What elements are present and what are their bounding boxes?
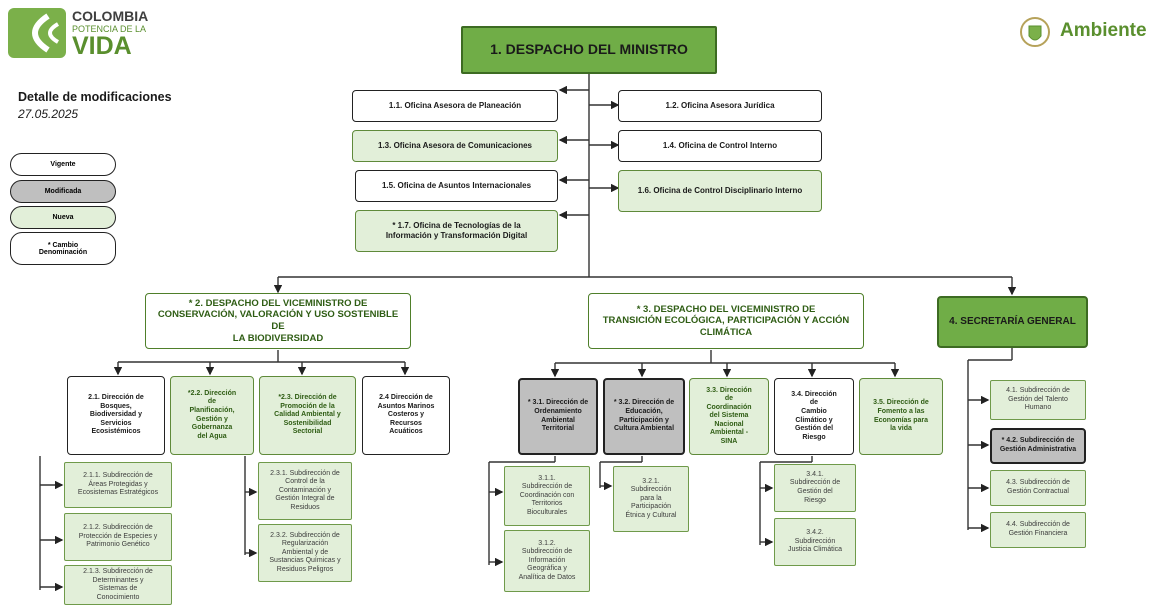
viceministro-3-box: * 3. DESPACHO DEL VICEMINISTRO DE TRANSI… (588, 293, 864, 349)
subdireccion-2-1-3: 2.1.3. Subdirección de Determinantes y S… (64, 565, 172, 605)
oficina-1-1: 1.1. Oficina Asesora de Planeación (352, 90, 558, 122)
subdireccion-4-4: 4.4. Subdirección de Gestión Financiera (990, 512, 1086, 548)
direccion-2-4: 2.4 Dirección de Asuntos Marinos Costero… (362, 376, 450, 455)
subdireccion-2-1-2: 2.1.2. Subdirección de Protección de Esp… (64, 513, 172, 561)
subdireccion-3-4-2: 3.4.2. Subdirección Justicia Climática (774, 518, 856, 566)
logo-line2: POTENCIA DE LA (72, 24, 147, 34)
subdireccion-3-1-2: 3.1.2. Subdirección de Información Geogr… (504, 530, 590, 592)
direccion-3-4: 3.4. Dirección de Cambio Climático y Ges… (774, 378, 854, 455)
direccion-3-3: 3.3. Dirección de Coordinación del Siste… (689, 378, 769, 455)
oficina-1-3: 1.3. Oficina Asesora de Comunicaciones (352, 130, 558, 162)
oficina-1-4: 1.4. Oficina de Control Interno (618, 130, 822, 162)
subdireccion-3-1-1: 3.1.1. Subdirección de Coordinación con … (504, 466, 590, 526)
page-title: Detalle de modificaciones (18, 90, 172, 104)
oficina-1-6: 1.6. Oficina de Control Disciplinario In… (618, 170, 822, 212)
subdireccion-4-1: 4.1. Subdirección de Gestión del Talento… (990, 380, 1086, 420)
oficina-1-5: 1.5. Oficina de Asuntos Internacionales (355, 170, 558, 202)
logo-line1: COLOMBIA (72, 8, 149, 24)
ministry-shield-icon (1020, 17, 1050, 47)
subdireccion-4-3: 4.3. Subdirección de Gestión Contractual (990, 470, 1086, 506)
direccion-2-2: *2.2. Dirección de Planificación, Gestió… (170, 376, 254, 455)
legend-nueva: Nueva (10, 206, 116, 229)
subdireccion-3-2-1: 3.2.1. Subdirección para la Participació… (613, 466, 689, 532)
secretaria-general-box: 4. SECRETARÍA GENERAL (937, 296, 1088, 348)
direccion-3-2: * 3.2. Dirección de Educación, Participa… (603, 378, 685, 455)
subdireccion-2-3-1: 2.3.1. Subdirección de Control de la Con… (258, 462, 352, 520)
direccion-2-3: *2.3. Dirección de Promoción de la Calid… (259, 376, 356, 455)
viceministro-2-box: * 2. DESPACHO DEL VICEMINISTRO DE CONSER… (145, 293, 411, 349)
despacho-ministro-box: 1. DESPACHO DEL MINISTRO (461, 26, 717, 74)
subdireccion-2-3-2: 2.3.2. Subdirección de Regularización Am… (258, 524, 352, 582)
page-date: 27.05.2025 (18, 107, 79, 121)
oficina-1-2: 1.2. Oficina Asesora Jurídica (618, 90, 822, 122)
colombia-logo-icon (8, 8, 66, 58)
ministry-name: Ambiente (1060, 20, 1147, 41)
direccion-3-5: 3.5. Dirección de Fomento a las Economía… (859, 378, 943, 455)
legend-vigente: Vigente (10, 153, 116, 176)
subdireccion-3-4-1: 3.4.1. Subdirección de Gestión del Riesg… (774, 464, 856, 512)
subdireccion-4-2: * 4.2. Subdirección de Gestión Administr… (990, 428, 1086, 464)
legend-modificada: Modificada (10, 180, 116, 203)
legend-cambio-denominacion: * Cambio Denominación (10, 232, 116, 265)
oficina-1-7: * 1.7. Oficina de Tecnologías de la Info… (355, 210, 558, 252)
logo-line3: VIDA (72, 32, 132, 60)
direccion-2-1: 2.1. Dirección de Bosques, Biodiversidad… (67, 376, 165, 455)
subdireccion-2-1-1: 2.1.1. Subdirección de Áreas Protegidas … (64, 462, 172, 508)
direccion-3-1: * 3.1. Dirección de Ordenamiento Ambient… (518, 378, 598, 455)
